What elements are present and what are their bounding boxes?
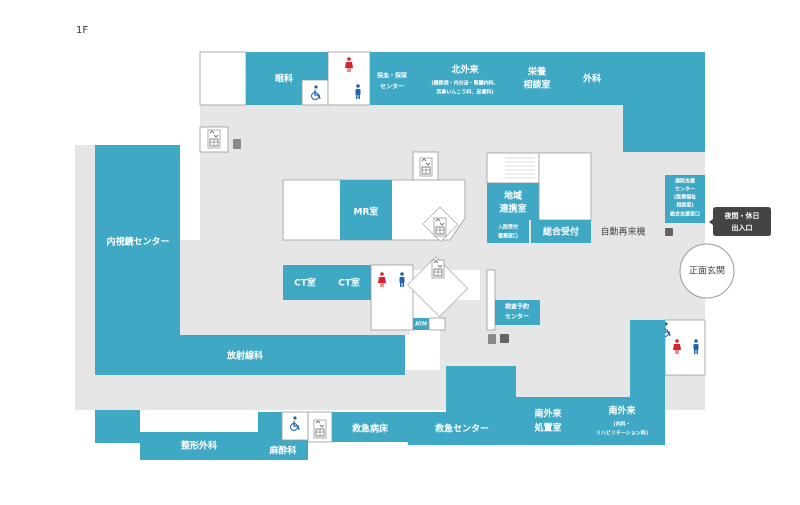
room-emergency-ward-label: 救急病床 xyxy=(352,423,389,435)
room-south-treatment xyxy=(516,397,581,445)
room-ct-1 xyxy=(283,265,327,300)
room-surgery xyxy=(560,52,623,105)
stairs-icon xyxy=(486,152,540,184)
night-entrance-callout xyxy=(709,207,771,236)
room-north-outpatient xyxy=(415,52,515,105)
room-ophthalmology-label: 眼科 xyxy=(275,73,293,85)
locker-icon xyxy=(233,139,241,149)
room-admission-label: 入院受付 xyxy=(498,224,518,231)
room-consult-support-label-3: (医療福祉 xyxy=(674,194,696,201)
storage-room xyxy=(199,51,247,106)
room-south-outpatient xyxy=(581,397,665,445)
room-endoscopy xyxy=(95,145,180,330)
room-mr xyxy=(340,180,392,240)
room-nutrition xyxy=(515,52,560,105)
room-bottom-left xyxy=(95,410,140,443)
room-nutrition-label: 栄養 xyxy=(527,66,547,78)
room-exam-reservation xyxy=(495,300,540,325)
stairs-icon xyxy=(407,256,469,318)
room-south-treatment-label-2: 処置室 xyxy=(533,422,561,434)
room-north-outpatient-sub2: 耳鼻いんこう科、皮膚科) xyxy=(436,89,493,96)
room-nutrition-label-2: 相談室 xyxy=(523,79,550,91)
room-consult-support xyxy=(665,175,705,223)
room-emergency-center-label: 救急センター xyxy=(435,423,489,435)
elevator-icon xyxy=(431,259,445,279)
room-consult-support-label-4: 相談室) xyxy=(676,202,693,209)
room-south-outpatient-label: 南外来 xyxy=(608,405,636,417)
room-regional-label-2: 連携室 xyxy=(499,203,526,215)
room-consult-support-label-5: 総合支援窓口 xyxy=(670,211,700,218)
atm-label: ATM xyxy=(415,322,427,328)
night-entrance-label: 夜間・休日 xyxy=(724,211,760,220)
room-regional xyxy=(487,183,539,220)
restroom-right xyxy=(664,319,706,376)
room-regional-label: 地域 xyxy=(504,190,522,202)
room-ct-2-label: CT室 xyxy=(338,277,360,289)
locker-icon xyxy=(488,334,496,344)
room-consult-support-label: 通院支援 xyxy=(675,178,696,185)
restroom-center xyxy=(370,264,414,331)
room-south-outpatient-sub2: リハビリテーション科) xyxy=(596,430,648,437)
room-orthopedics xyxy=(140,432,258,460)
floor-label: 1F xyxy=(76,25,88,36)
room-mr-label: MR室 xyxy=(354,206,379,218)
atm-booth[interactable] xyxy=(413,318,429,330)
phone-icon xyxy=(665,228,673,236)
room-consult-support-label-2: センター xyxy=(675,186,695,193)
room-north-outpatient-sub1: (糖尿病・内分泌・腎臓内科、 xyxy=(431,80,498,87)
general-reception-label: 総合受付 xyxy=(543,226,579,238)
room-ct-2 xyxy=(327,265,371,300)
room-south-treatment-label: 南外来 xyxy=(534,408,562,420)
elevator-icon xyxy=(419,157,433,177)
general-reception[interactable] xyxy=(531,220,591,243)
room-blood-collection xyxy=(370,52,415,105)
night-entrance-label-2: 出入口 xyxy=(732,223,753,232)
room-anesthesiology-label: 麻酔科 xyxy=(268,445,296,457)
elevator-icon xyxy=(433,217,447,237)
room-blood-collection-label-2: センター xyxy=(380,83,404,91)
room-surgery-label: 外科 xyxy=(582,73,601,85)
room-emergency-ward xyxy=(332,412,408,442)
elevator-icon xyxy=(313,419,327,439)
room-exam-reservation-label-2: センター xyxy=(505,313,529,321)
room-ct-1-label: CT室 xyxy=(294,277,316,289)
room-endoscopy-label: 内視鏡センター xyxy=(106,236,169,248)
room-north-outpatient-label: 北外来 xyxy=(451,64,479,76)
phone-icon xyxy=(500,334,509,343)
elevator-icon xyxy=(207,129,221,149)
room-exam-reservation-label: 検査予約 xyxy=(505,303,529,311)
room-ophthalmology xyxy=(246,52,302,105)
room-blood-collection-label: 採血・採尿 xyxy=(377,72,407,80)
auto-revisit-machine-label: 自動再来機 xyxy=(600,226,645,238)
room-radiology-label: 放射線科 xyxy=(226,350,263,362)
room-south-outpatient-sub1: (内科・ xyxy=(613,421,630,428)
room-admission xyxy=(487,220,529,243)
room-admission-label-2: 書類窓口 xyxy=(498,233,518,240)
room-emergency-center xyxy=(408,412,516,445)
room-radiology xyxy=(95,330,405,375)
room-orthopedics-label: 整形外科 xyxy=(180,440,217,452)
main-entrance-label: 正面玄関 xyxy=(689,265,725,277)
main-entrance[interactable] xyxy=(679,243,735,299)
